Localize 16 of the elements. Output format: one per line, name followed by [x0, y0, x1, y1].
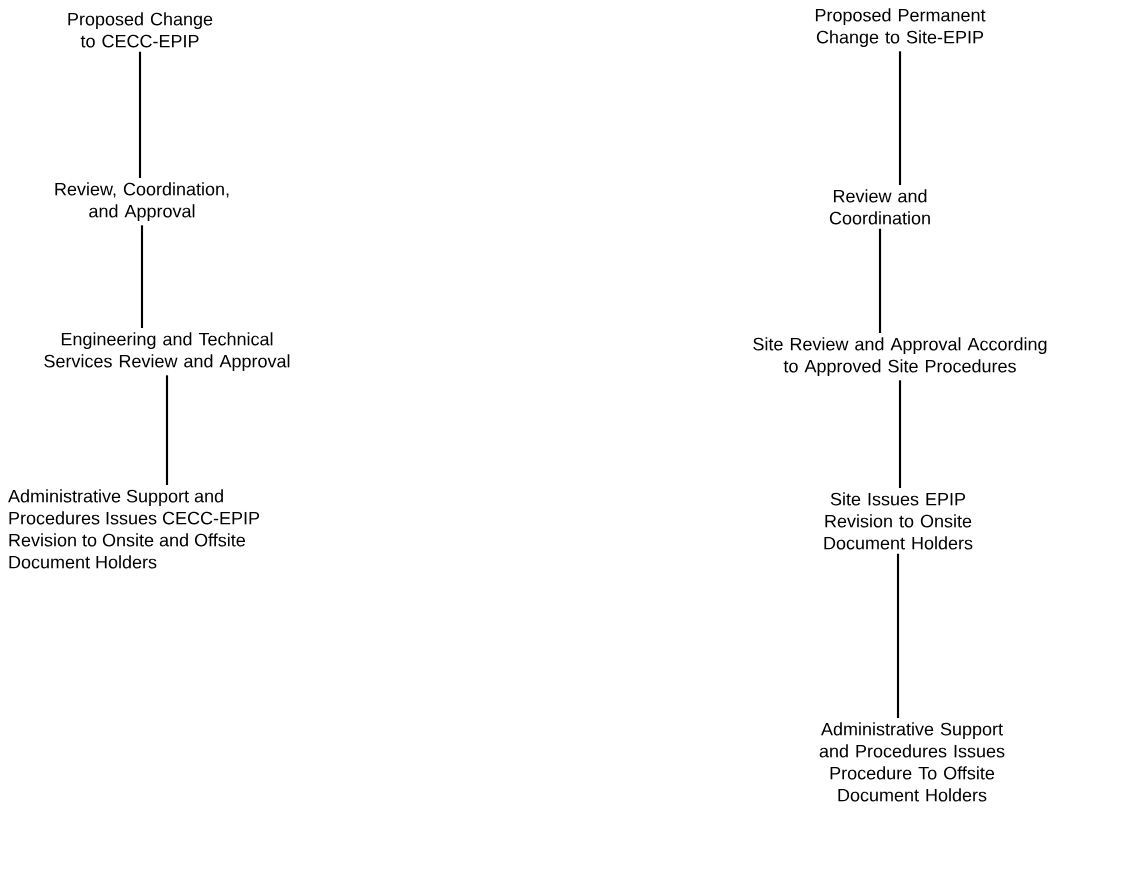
connector-line — [878, 228, 882, 333]
step-text: Administrative Support and Procedures Issues CECC-EPIP Revision to Onsite and Offsite Document Holders — [8, 489, 260, 569]
step-text: Site Issues EPIP Revision to Onsite Document Holders — [824, 492, 973, 550]
step-text: Proposed Permanent Change to Site-EPIP — [815, 8, 986, 48]
step-text: Administrative Support and Procedures Issues Procedure To Offsite Document Holders — [819, 722, 1005, 802]
connector-line — [138, 51, 142, 178]
step-text: Review, Coordination, and Approval — [55, 182, 229, 222]
step-text: Proposed Change to CECC-EPIP — [68, 12, 213, 48]
step-text: Review and Coordination — [829, 189, 930, 225]
connector-line — [896, 553, 900, 718]
step-text: Engineering and Technical Services Review and Approval — [44, 332, 290, 372]
connector-line — [165, 375, 169, 485]
connector-line — [898, 380, 902, 488]
connector-line — [898, 51, 902, 185]
connector-line — [140, 225, 144, 328]
step-text: Site Review and Approval According to Approved Site Procedures — [753, 337, 1047, 377]
